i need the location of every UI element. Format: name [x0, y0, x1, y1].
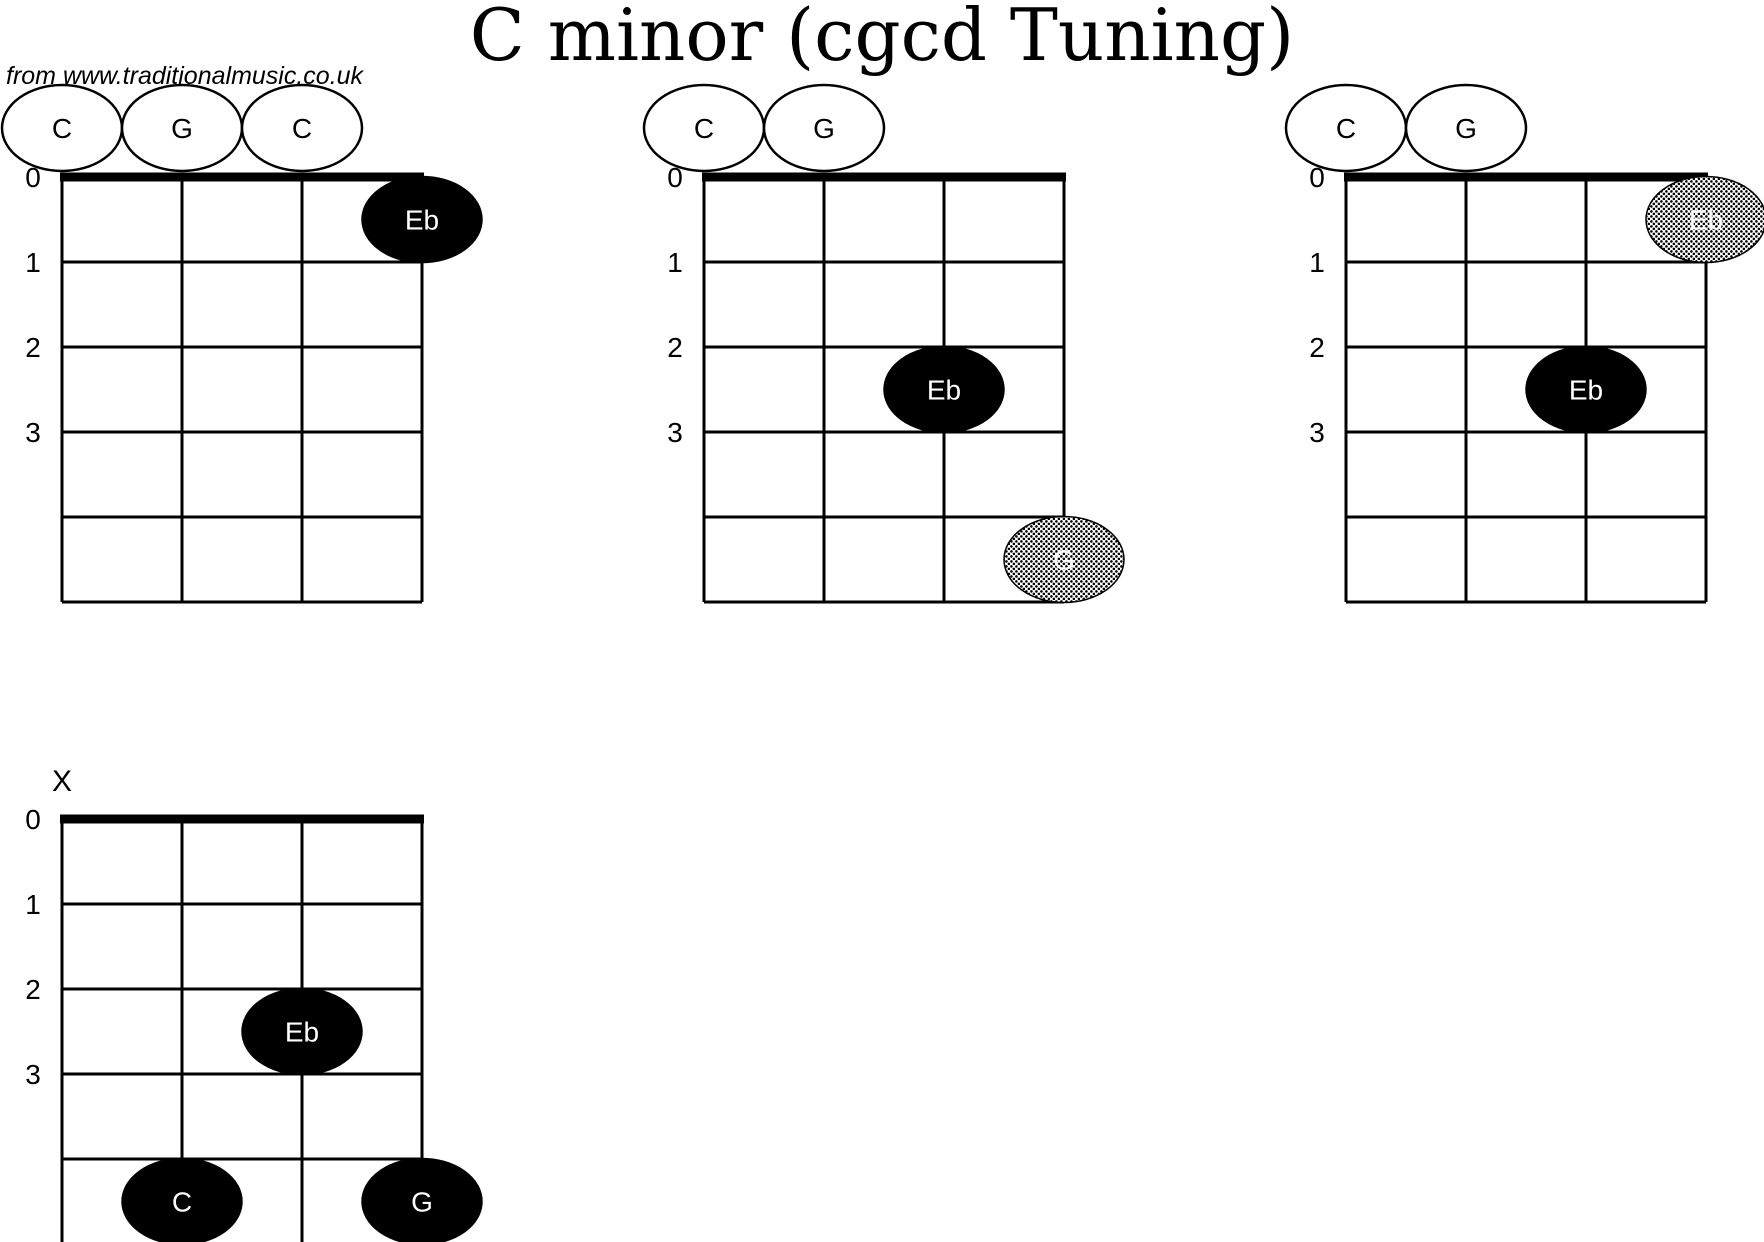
fret-number-label: 1 [667, 247, 683, 278]
open-string-marker [1404, 83, 1528, 173]
fret-number-label: 3 [667, 417, 683, 448]
optional-finger-dot [1645, 175, 1764, 264]
fret-number-label: 0 [667, 162, 683, 193]
open-string-note: C [52, 113, 72, 144]
finger-dot-note: Eb [1689, 205, 1723, 236]
page-title: C minor (cgcd Tuning) [470, 0, 1294, 77]
open-string-note: G [171, 113, 193, 144]
open-string-note: C [1336, 113, 1356, 144]
fret-number-label: 3 [25, 417, 41, 448]
finger-dot-note: G [411, 1187, 433, 1218]
finger-dot-note: Eb [285, 1017, 319, 1048]
fret-number-label: 0 [1309, 162, 1325, 193]
finger-dot [241, 987, 363, 1076]
optional-finger-dot [1003, 515, 1125, 604]
fret-number-label: 1 [1309, 247, 1325, 278]
finger-dot [361, 1157, 483, 1242]
finger-dot-note: Eb [405, 205, 439, 236]
finger-dot-note: C [172, 1187, 192, 1218]
chord-diagram-4: 0 1 2 3 X EbC G [25, 765, 483, 1242]
fret-number-label: 2 [25, 332, 41, 363]
open-string-marker [240, 83, 364, 173]
finger-dot [121, 1157, 243, 1242]
chord-diagram-1: 0 1 2 3 C G C Eb [0, 83, 483, 604]
finger-dot-note: Eb [927, 375, 961, 406]
fret-number-label: 2 [667, 332, 683, 363]
fret-number-label: 2 [1309, 332, 1325, 363]
finger-dot-note: G [1053, 545, 1075, 576]
open-string-note: C [292, 113, 312, 144]
open-string-marker [762, 83, 886, 173]
finger-dot [361, 175, 483, 264]
open-string-note: C [694, 113, 714, 144]
fret-number-label: 2 [25, 974, 41, 1005]
open-string-note: G [813, 113, 835, 144]
fret-number-label: 3 [25, 1059, 41, 1090]
fret-number-label: 3 [1309, 417, 1325, 448]
finger-dot [1525, 345, 1647, 434]
fret-number-label: 0 [25, 804, 41, 835]
muted-string-marker: X [52, 765, 72, 798]
fret-number-label: 1 [25, 247, 41, 278]
finger-dot [883, 345, 1005, 434]
fret-number-label: 0 [25, 162, 41, 193]
open-string-note: G [1455, 113, 1477, 144]
fret-number-label: 1 [25, 889, 41, 920]
finger-dot-note: Eb [1569, 375, 1603, 406]
